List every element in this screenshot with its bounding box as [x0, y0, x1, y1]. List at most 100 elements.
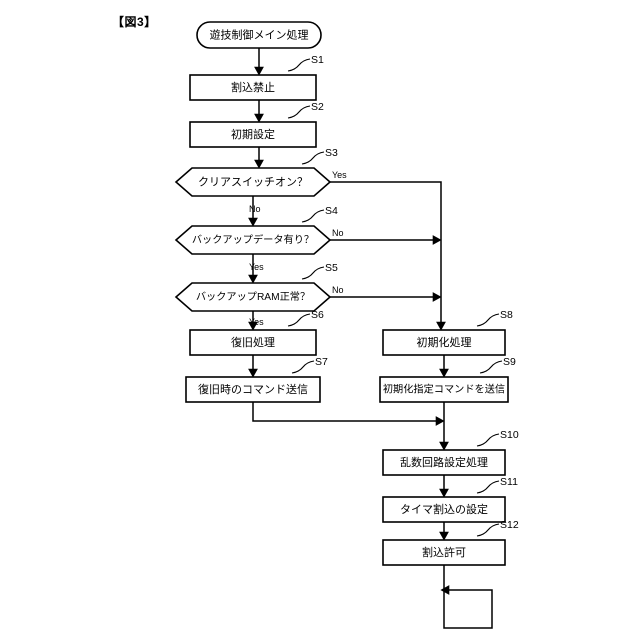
- process-shape: [382, 449, 506, 476]
- arrowhead: [432, 235, 442, 245]
- edge-s1-to-s2: [254, 100, 264, 123]
- edge-s5-no-to-right-rail: [330, 292, 442, 302]
- branch-label-s5-yes: Yes: [249, 317, 264, 327]
- node-s5: バックアップRAM正常？ S5: [174, 262, 338, 312]
- node-label: 乱数回路設定処理: [400, 455, 488, 469]
- step-number: S3: [325, 147, 338, 159]
- branch-label-s4-yes: Yes: [249, 262, 264, 272]
- node-s8: 初期化処理 S8: [382, 309, 513, 356]
- edge-s10-to-s11: [439, 475, 449, 498]
- arrowhead: [439, 368, 449, 378]
- branch-label-s5-no: No: [332, 285, 344, 295]
- node-label: バックアップRAM正常？: [196, 290, 310, 303]
- node-label: 遊技制御メイン処理: [210, 27, 309, 41]
- node-s2: 初期設定 S2: [189, 101, 324, 148]
- figure-label: 【図3】: [112, 14, 157, 29]
- edge-s4-yes-to-s5: [248, 254, 258, 284]
- step-number: S11: [500, 476, 518, 488]
- node-s11: タイマ割込の設定 S11: [382, 476, 518, 523]
- step-leader: [301, 151, 325, 165]
- arrowhead: [254, 113, 264, 123]
- edge-s3-no-to-s4: [248, 196, 258, 227]
- step-number: S4: [325, 205, 338, 217]
- step-number: S2: [311, 101, 324, 113]
- step-leader: [476, 480, 500, 494]
- node-label: 初期設定: [231, 127, 275, 141]
- arrowhead: [248, 321, 258, 331]
- edge-s6-to-s7: [248, 355, 258, 378]
- branch-label-s3-no: No: [249, 204, 261, 214]
- edge-s12-loop: [440, 565, 493, 629]
- arrowhead: [439, 531, 449, 541]
- node-s12: 割込許可 S12: [382, 519, 519, 566]
- edge-s4-no-to-right-rail: [330, 235, 442, 245]
- arrowhead: [248, 217, 258, 227]
- arrowhead: [254, 66, 264, 76]
- branch-label-s3-yes: Yes: [332, 170, 347, 180]
- step-number: S7: [315, 356, 328, 368]
- node-s3: クリアスイッチオン？ S3: [174, 147, 338, 197]
- node-label: 初期化指定コマンドを送信: [383, 383, 505, 396]
- node-label: 割込禁止: [231, 80, 275, 94]
- arrowhead: [254, 159, 264, 169]
- process-shape: [382, 496, 506, 523]
- step-number: S6: [311, 309, 324, 321]
- arrowhead: [435, 416, 445, 426]
- node-start: 遊技制御メイン処理: [196, 21, 322, 49]
- node-label: 復旧時のコマンド送信: [198, 382, 308, 396]
- edge-s5-yes-to-s6: [248, 311, 258, 331]
- step-leader: [301, 266, 325, 280]
- branch-label-s4-no: No: [332, 228, 344, 238]
- edge-s2-to-s3: [254, 147, 264, 169]
- step-leader: [287, 105, 311, 119]
- process-shape: [382, 329, 506, 356]
- node-label: タイマ割込の設定: [400, 502, 488, 516]
- step-leader: [476, 523, 500, 537]
- process-shape: [382, 539, 506, 566]
- step-leader: [476, 313, 500, 327]
- process-shape: [189, 121, 317, 148]
- step-number: S8: [500, 309, 513, 321]
- edge-layer: [248, 48, 493, 629]
- arrowhead: [436, 321, 446, 331]
- node-label: 初期化処理: [417, 335, 472, 349]
- process-shape: [189, 329, 317, 356]
- step-leader: [479, 360, 503, 374]
- node-s10: 乱数回路設定処理 S10: [382, 429, 519, 476]
- arrowhead: [440, 585, 450, 595]
- step-number: S12: [500, 519, 519, 531]
- step-leader: [287, 58, 311, 72]
- step-leader: [476, 433, 500, 447]
- arrowhead: [439, 441, 449, 451]
- node-s7: 復旧時のコマンド送信 S7: [185, 356, 328, 403]
- edge-s8-to-s9: [439, 355, 449, 378]
- process-shape: [379, 376, 509, 403]
- decision-shape: [174, 225, 332, 255]
- step-number: S5: [325, 262, 338, 274]
- step-leader: [301, 209, 325, 223]
- node-s1: 割込禁止 S1: [189, 54, 324, 101]
- edge-s9-to-s10: [439, 402, 449, 451]
- decision-shape: [174, 282, 332, 312]
- edge-s11-to-s12: [439, 522, 449, 541]
- terminator-shape: [196, 21, 322, 49]
- node-label: バックアップデータ有り？: [192, 233, 314, 246]
- edge-s7-to-s10-rail: [252, 402, 445, 426]
- arrowhead: [248, 274, 258, 284]
- step-leader: [291, 360, 315, 374]
- decision-shape: [174, 167, 332, 197]
- node-label: クリアスイッチオン？: [198, 175, 308, 188]
- process-shape: [185, 376, 321, 403]
- step-number: S1: [311, 54, 324, 66]
- step-number: S9: [503, 356, 516, 368]
- step-leader: [287, 313, 311, 327]
- node-label: 復旧処理: [231, 336, 275, 349]
- step-number: S10: [500, 429, 519, 441]
- edge-start-to-s1: [254, 48, 264, 76]
- node-s6: 復旧処理 S6: [189, 309, 324, 356]
- process-shape: [189, 74, 317, 101]
- node-label: 割込許可: [422, 545, 466, 559]
